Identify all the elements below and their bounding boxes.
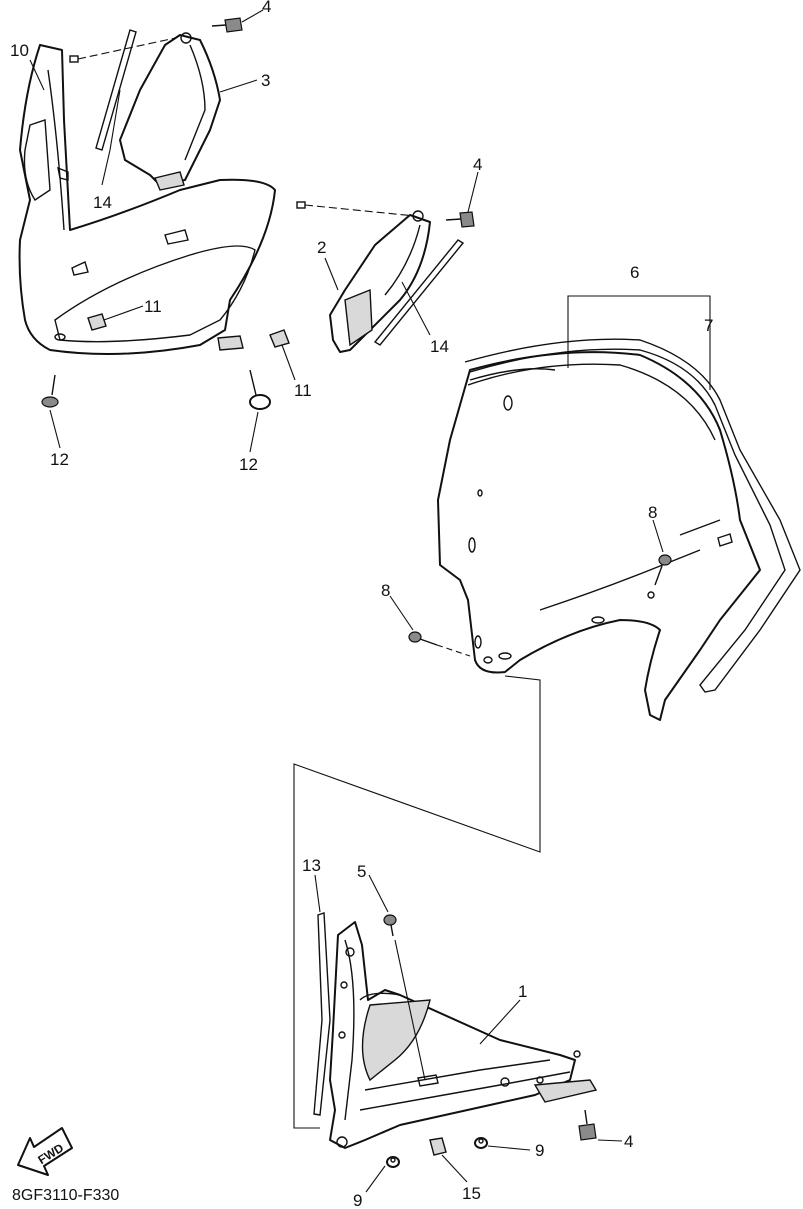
callout-6: 6 [630, 263, 639, 282]
callout-8-left: 8 [381, 581, 390, 600]
callout-12-left: 12 [50, 450, 69, 469]
callout-13: 13 [302, 856, 321, 875]
callout-2: 2 [317, 238, 326, 257]
windshield-trim [464, 338, 801, 693]
fwd-arrow-icon: FWD [17, 1127, 73, 1176]
callout-4-bottom: 4 [624, 1132, 633, 1151]
callout-4-top: 4 [262, 0, 271, 16]
damper-strip-13 [313, 912, 331, 1116]
screw-12-right [249, 369, 271, 410]
duct-panel-left [119, 32, 221, 191]
windshield [437, 351, 761, 721]
collar-9-right [474, 1137, 488, 1149]
callout-15: 15 [462, 1184, 481, 1203]
callout-labels: 10 4 3 14 4 2 14 11 11 12 12 6 7 8 8 13 … [10, 0, 713, 1209]
callout-9-right: 9 [535, 1141, 544, 1160]
screw-8-right [647, 554, 672, 599]
clip-nut-11-right [269, 329, 290, 348]
callout-1: 1 [518, 982, 527, 1001]
bracket-6 [567, 295, 711, 390]
trim-strip-left [95, 29, 137, 151]
callout-4-middle: 4 [473, 155, 482, 174]
callout-5: 5 [357, 862, 366, 881]
bolt-4-bottom [578, 1109, 597, 1141]
trim-strip-right [373, 239, 465, 346]
bolt-4-middle [445, 211, 475, 228]
diagram-code: 8GF3110-F330 [12, 1187, 119, 1204]
screw-8-leader [436, 644, 471, 657]
clip-nut-11-left [87, 313, 107, 331]
cowling-dash-leader-right [304, 204, 416, 217]
callout-11-right: 11 [294, 381, 312, 400]
callout-8-right: 8 [648, 503, 657, 522]
stay-bracket [329, 921, 598, 1149]
screw-5 [383, 914, 426, 1081]
callout-3: 3 [261, 71, 270, 90]
cowling-dash-leader-left [77, 36, 181, 60]
callout-12-right: 12 [239, 455, 258, 474]
clip-nut-15 [429, 1137, 447, 1156]
cowling-body [18, 44, 306, 355]
screw-12-left [41, 374, 59, 408]
callout-10: 10 [10, 41, 29, 60]
callout-14-right: 14 [430, 337, 449, 356]
callout-9-left: 9 [353, 1191, 362, 1209]
collar-9-left [386, 1156, 400, 1168]
callout-11-left: 11 [144, 297, 162, 316]
assembly-connector-lines [293, 675, 541, 1129]
duct-panel-right [329, 210, 431, 353]
callout-14-left: 14 [93, 193, 112, 212]
bolt-4-top [211, 17, 243, 33]
screw-8-left [408, 631, 438, 646]
callout-7: 7 [704, 316, 713, 335]
callout-leader-lines [29, 9, 664, 1193]
